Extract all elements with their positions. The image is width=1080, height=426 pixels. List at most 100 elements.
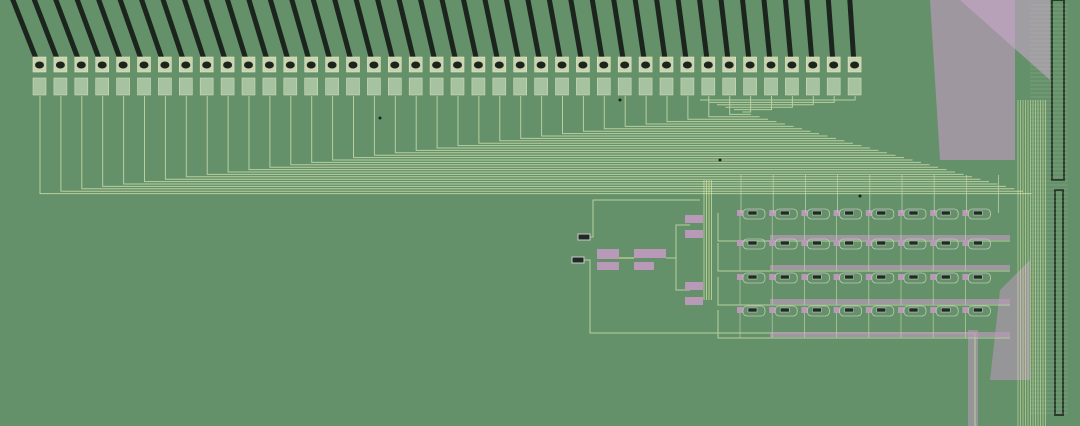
bond-pad — [241, 77, 256, 96]
bond-wire — [182, 0, 209, 69]
device-contact — [898, 274, 904, 280]
device-contact — [962, 274, 969, 280]
fanout-trace — [227, 96, 955, 173]
device — [940, 274, 951, 280]
device — [940, 210, 951, 216]
device-loop — [871, 272, 895, 284]
bond-wire — [310, 0, 335, 69]
device-contact — [801, 307, 808, 313]
bond-pad — [387, 77, 402, 96]
row-metal — [770, 265, 1010, 270]
bond-ball — [682, 61, 692, 69]
bond-wire — [332, 0, 355, 69]
fanout-trace — [436, 96, 870, 149]
metal-region-top-right — [930, 0, 1015, 160]
bond-wire — [675, 0, 690, 69]
device-loop — [935, 238, 959, 250]
bond-wire — [418, 0, 439, 69]
fanout-trace — [269, 96, 938, 168]
device-contact — [801, 274, 808, 280]
device-loop — [742, 272, 766, 284]
device — [940, 240, 951, 246]
device-contact — [769, 210, 776, 216]
device — [844, 307, 854, 313]
bond-ball — [473, 61, 483, 69]
device-loop — [935, 272, 959, 284]
bond-pad — [116, 77, 130, 96]
fanout-trace — [541, 96, 828, 137]
device-loop — [774, 272, 798, 284]
bond-pad — [367, 77, 381, 96]
fanout-trace — [185, 96, 972, 178]
device — [844, 274, 854, 280]
bond-pad — [659, 77, 674, 96]
bond-pad — [32, 77, 47, 96]
branch-block — [685, 282, 703, 290]
bond-pad — [555, 77, 569, 96]
device — [812, 210, 822, 216]
bond-pad — [534, 77, 548, 96]
bond-ball — [515, 61, 525, 69]
device-contact — [737, 210, 743, 216]
device-contact — [737, 240, 743, 246]
bond-wire — [96, 0, 126, 69]
bond-pad — [325, 77, 339, 96]
fanout-trace — [603, 96, 802, 130]
device — [876, 210, 887, 216]
fanout-trace — [39, 96, 1032, 195]
bond-pad — [513, 77, 528, 96]
device — [908, 240, 919, 246]
device-loop — [903, 208, 927, 220]
device-contact — [898, 210, 904, 216]
bond-wire — [546, 0, 564, 69]
bond-pad — [220, 77, 235, 96]
bond-wire — [761, 0, 773, 69]
debris-speck — [378, 116, 382, 120]
fanout-trace — [373, 96, 896, 156]
fanout-trace — [415, 96, 879, 151]
fanout-trace — [353, 96, 904, 159]
bond-ball — [703, 61, 713, 69]
fanout-trace — [687, 96, 768, 120]
device-loop — [807, 208, 830, 220]
bond-ball — [118, 61, 128, 69]
bond-pad — [179, 77, 193, 96]
device-contact — [930, 307, 937, 313]
device-contact — [898, 307, 904, 313]
bond-wire — [611, 0, 627, 69]
branch-block — [685, 215, 703, 223]
bond-wire — [139, 0, 167, 69]
fanout-trace — [499, 96, 845, 142]
bond-pad — [471, 77, 486, 96]
bond-wire — [439, 0, 460, 69]
device-loop — [807, 272, 830, 284]
splitter-1b — [597, 262, 619, 270]
bond-ball — [620, 61, 630, 69]
bond-ball — [453, 61, 462, 69]
device-loop — [871, 305, 895, 317]
bond-pad — [429, 77, 444, 96]
bond-wire — [224, 0, 251, 69]
device-loop — [742, 208, 766, 220]
metal-strip — [968, 330, 978, 426]
bond-wire — [589, 0, 606, 69]
bond-wire — [482, 0, 502, 69]
device-loop — [935, 208, 959, 220]
device — [779, 240, 790, 246]
device-loop — [839, 305, 862, 317]
bond-wire — [503, 0, 523, 69]
device-contact — [769, 274, 776, 280]
device-loop — [968, 305, 991, 317]
bond-pad — [304, 77, 319, 96]
fanout-trace — [478, 96, 853, 144]
device — [812, 240, 822, 246]
fanout-trace — [700, 96, 856, 101]
bond-ball — [181, 61, 191, 69]
bond-ball — [202, 61, 212, 69]
bond-pad — [158, 77, 172, 96]
fanout-trace — [708, 96, 760, 118]
bond-pad — [346, 77, 360, 96]
device — [876, 240, 887, 246]
bond-pad — [283, 77, 298, 96]
fanout-trace — [81, 96, 1015, 190]
